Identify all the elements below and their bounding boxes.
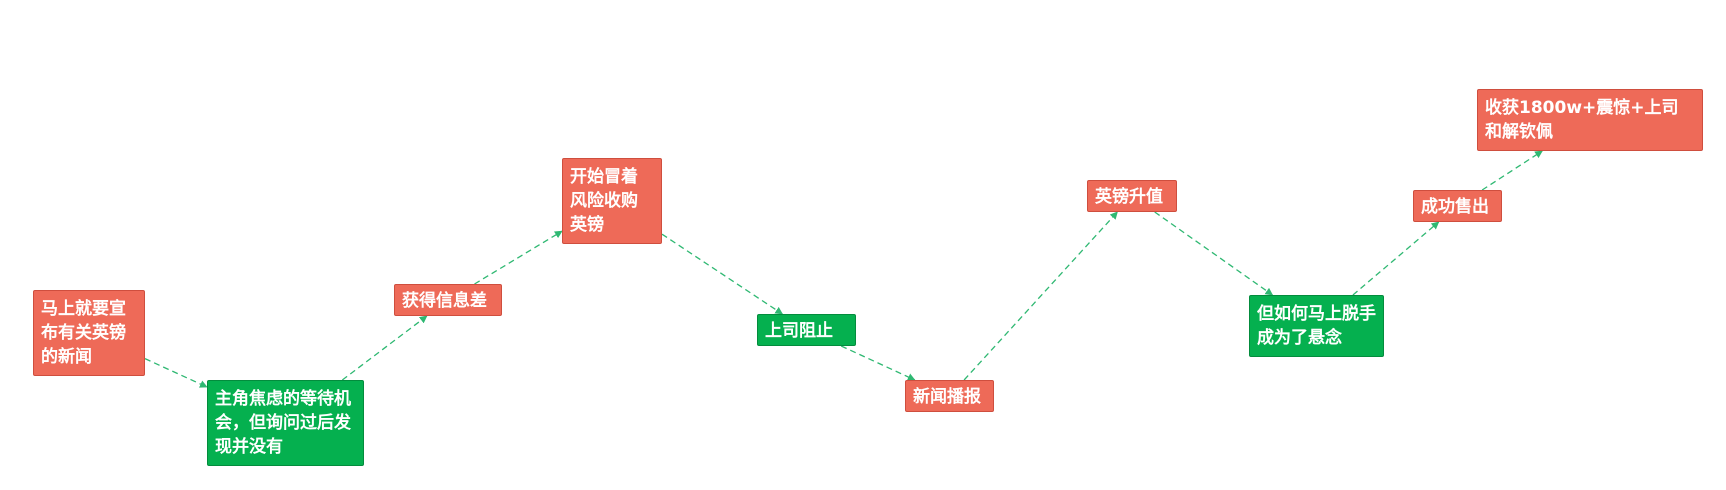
node-label: 成功售出: [1421, 197, 1489, 217]
node-news-announcement[interactable]: 马上就要宣布有关英镑的新闻: [33, 290, 145, 376]
node-news-broadcast[interactable]: 新闻播报: [905, 380, 994, 412]
node-label: 上司阻止: [765, 321, 833, 341]
connector-arrow: [963, 211, 1118, 381]
node-label: 主角焦虑的等待机会，但询问过后发现并没有: [215, 389, 351, 457]
node-label: 获得信息差: [402, 291, 487, 311]
node-label: 收获1800w+震惊+上司和解钦佩: [1485, 98, 1679, 142]
node-label: 开始冒着风险收购英镑: [570, 167, 638, 235]
connector-arrow: [1481, 150, 1543, 191]
node-pound-rises[interactable]: 英镑升值: [1087, 180, 1177, 212]
node-final-gain[interactable]: 收获1800w+震惊+上司和解钦佩: [1477, 89, 1703, 151]
connector-arrow: [661, 233, 784, 315]
node-anxious-waiting[interactable]: 主角焦虑的等待机会，但询问过后发现并没有: [207, 380, 364, 466]
node-boss-stops[interactable]: 上司阻止: [757, 314, 856, 346]
node-sell-suspense[interactable]: 但如何马上脱手成为了悬念: [1249, 295, 1384, 357]
connector-arrow: [341, 315, 428, 381]
connector-arrow: [840, 345, 916, 381]
node-label: 马上就要宣布有关英镑的新闻: [41, 299, 126, 367]
connector-arrow: [1352, 221, 1440, 296]
connector-arrow: [1154, 211, 1274, 296]
connector-arrow: [144, 358, 208, 388]
node-label: 新闻播报: [913, 387, 981, 407]
node-sold-successfully[interactable]: 成功售出: [1413, 190, 1502, 222]
node-information-gap[interactable]: 获得信息差: [394, 284, 502, 316]
node-buy-pounds[interactable]: 开始冒着风险收购英镑: [562, 158, 662, 244]
connector-arrow: [474, 230, 563, 285]
node-label: 但如何马上脱手成为了悬念: [1257, 304, 1376, 348]
node-label: 英镑升值: [1095, 187, 1163, 207]
